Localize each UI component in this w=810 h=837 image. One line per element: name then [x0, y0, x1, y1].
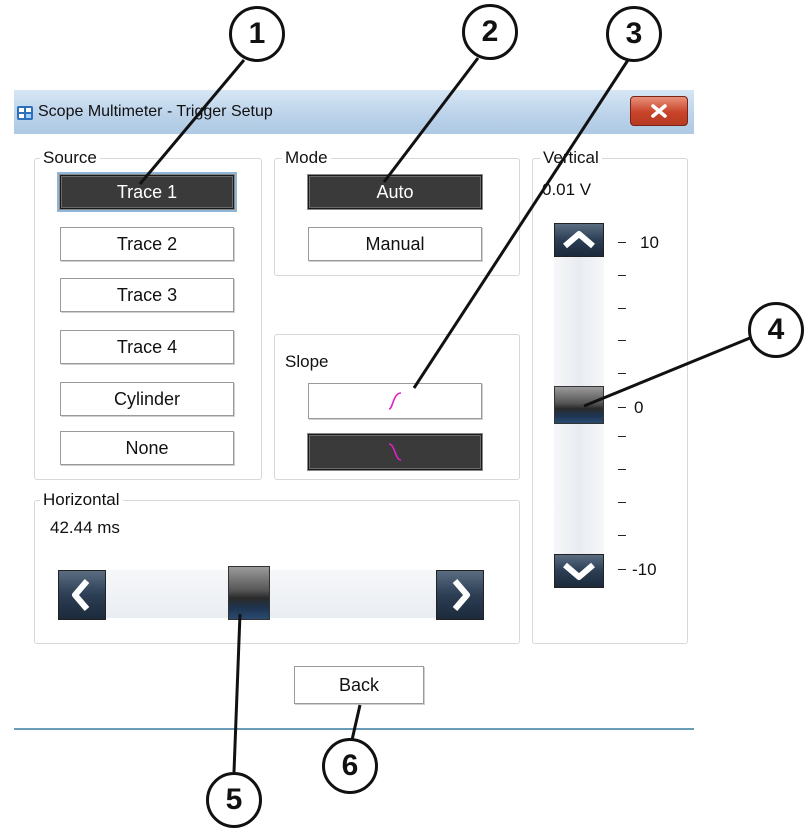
scale-tick — [618, 308, 626, 309]
scale-label-bottom: -10 — [632, 560, 657, 579]
scale-tick — [618, 569, 626, 570]
slope-group — [274, 334, 520, 480]
scale-tick — [618, 340, 626, 341]
title-bar: Scope Multimeter - Trigger Setup — [14, 90, 694, 134]
scale-tick — [618, 436, 626, 437]
horizontal-left-button[interactable] — [58, 570, 106, 620]
callout-6: 6 — [322, 738, 378, 794]
vertical-down-button[interactable] — [554, 554, 604, 588]
mode-auto-button[interactable]: Auto — [308, 175, 482, 209]
slope-falling-button[interactable] — [308, 434, 482, 470]
chevron-up-icon — [563, 231, 595, 249]
scale-tick — [618, 469, 626, 470]
source-legend: Source — [40, 148, 100, 168]
horizontal-group — [34, 500, 520, 644]
chevron-left-icon — [72, 579, 90, 611]
back-button[interactable]: Back — [294, 666, 424, 704]
chevron-down-icon — [563, 562, 595, 580]
scale-label-middle: 0 — [634, 398, 644, 417]
vertical-group — [532, 158, 688, 644]
chevron-right-icon — [452, 579, 470, 611]
vertical-legend: Vertical — [540, 148, 602, 168]
falling-edge-icon — [388, 443, 402, 461]
callout-5: 5 — [206, 772, 262, 828]
callout-4: 4 — [748, 302, 804, 358]
trigger-setup-dialog: Scope Multimeter - Trigger Setup Source … — [14, 90, 694, 730]
scale-tick — [618, 502, 626, 503]
callout-2: 2 — [462, 4, 518, 60]
close-icon — [651, 104, 667, 118]
vertical-slider-thumb[interactable] — [554, 386, 604, 424]
source-trace-2-button[interactable]: Trace 2 — [60, 227, 234, 261]
source-none-button[interactable]: None — [60, 431, 234, 465]
source-trace-4-button[interactable]: Trace 4 — [60, 330, 234, 364]
slope-legend: Slope — [282, 352, 332, 372]
source-cylinder-button[interactable]: Cylinder — [60, 382, 234, 416]
app-icon — [17, 106, 33, 120]
slope-rising-button[interactable] — [308, 383, 482, 419]
vertical-up-button[interactable] — [554, 223, 604, 257]
window-title: Scope Multimeter - Trigger Setup — [38, 103, 273, 120]
scale-label-top: 10 — [640, 233, 659, 252]
callout-1: 1 — [229, 6, 285, 62]
horizontal-slider-track[interactable] — [104, 570, 438, 618]
close-button[interactable] — [630, 96, 688, 126]
scale-tick — [618, 275, 626, 276]
source-trace-3-button[interactable]: Trace 3 — [60, 278, 234, 312]
mode-legend: Mode — [282, 148, 331, 168]
horizontal-right-button[interactable] — [436, 570, 484, 620]
rising-edge-icon — [388, 392, 402, 410]
scale-tick — [618, 373, 626, 374]
source-group — [34, 158, 262, 480]
mode-group — [274, 158, 520, 276]
horizontal-legend: Horizontal — [40, 490, 123, 510]
horizontal-slider-thumb[interactable] — [228, 566, 270, 620]
vertical-value: 0.01 V — [542, 180, 592, 199]
mode-manual-button[interactable]: Manual — [308, 227, 482, 261]
scale-tick — [618, 407, 626, 408]
scale-tick — [618, 535, 626, 536]
callout-3: 3 — [606, 6, 662, 62]
horizontal-value: 42.44 ms — [50, 518, 120, 537]
scale-tick — [618, 242, 626, 243]
